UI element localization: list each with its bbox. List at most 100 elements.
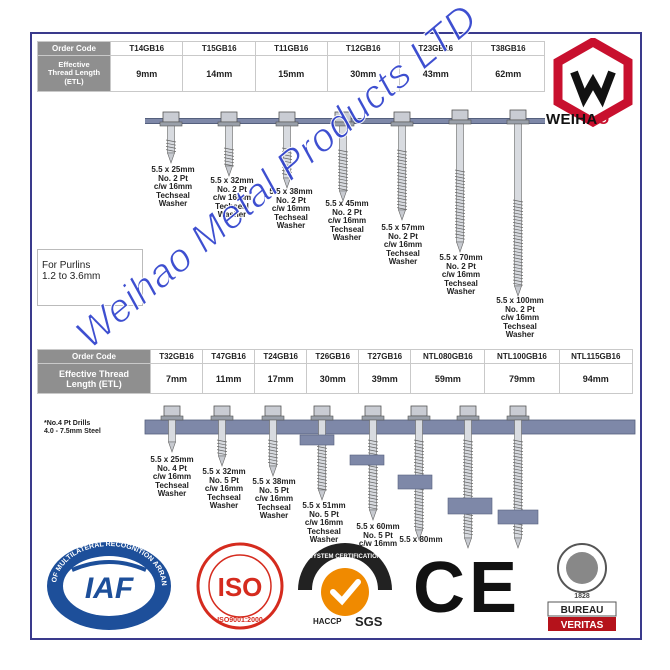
- screw-thread: [512, 254, 524, 257]
- system-cert-text: SYSTEM CERTIFICATION: [309, 554, 381, 560]
- screw-thread: [454, 198, 466, 202]
- screw-thread: [216, 452, 228, 456]
- screw-tip: [464, 537, 472, 549]
- screw-thread: [462, 532, 474, 536]
- screw-thread: [216, 442, 228, 446]
- bottom-spec-table: Order Code T32GB16 T47GB16 T24GB16 T26GB…: [37, 349, 633, 394]
- screw-thread: [396, 165, 408, 169]
- screw-thread: [462, 446, 474, 449]
- screw-thread: [413, 497, 425, 500]
- roof-sheet-bottom: [144, 419, 636, 435]
- etl-cell: 94mm: [558, 363, 633, 394]
- screw-thread: [512, 206, 524, 209]
- screw-thread: [396, 204, 408, 207]
- screw-thread: [396, 168, 408, 172]
- screw-thread: [281, 170, 293, 173]
- screw-thread: [462, 529, 474, 532]
- screw-thread: [512, 455, 524, 459]
- screw-thread: [462, 481, 474, 484]
- screw-thread: [512, 270, 524, 273]
- etl-cell: 62mm: [471, 55, 545, 92]
- screw-thread: [223, 160, 235, 164]
- etl-cell: 43mm: [398, 55, 473, 92]
- screw-thread: [396, 159, 408, 162]
- screw-thread: [512, 484, 524, 488]
- screw-thread: [316, 471, 328, 475]
- etl-cell: 59mm: [410, 363, 486, 394]
- etl-cell: 9mm: [109, 55, 184, 92]
- screw-thread: [396, 184, 408, 188]
- etl-header: Effective Thread Length (ETL): [37, 363, 151, 394]
- screw-spec-label: 5.5 x 32mm No. 2 Pt c/w 16mm Techseal Wa…: [210, 176, 254, 220]
- screw-thread: [413, 458, 425, 462]
- iso-logo-icon: ISO ISO9001:2000: [196, 542, 284, 630]
- screw-thread: [396, 156, 408, 159]
- iso-text: ISO: [218, 572, 263, 602]
- screw-thread: [462, 526, 474, 529]
- screw-thread: [396, 200, 408, 204]
- top-spec-table: Order Code T14GB16 T15GB16 T11GB16 T12GB…: [37, 41, 545, 92]
- screw-thread: [367, 446, 379, 449]
- screw-thread: [512, 222, 524, 225]
- screw-thread: [512, 468, 524, 472]
- screw-thread: [367, 442, 379, 446]
- screw-spec-label: 5.5 x 60mm No. 5 Pt c/w 16mm: [356, 522, 400, 549]
- screw-thread: [512, 260, 524, 264]
- screw-thread: [512, 474, 524, 478]
- sgs-logo-icon: SYSTEM CERTIFICATION HACCP SGS: [298, 543, 392, 629]
- screw-thread: [462, 494, 474, 497]
- screw-thread: [337, 156, 349, 159]
- screw-thread: [396, 175, 408, 178]
- screw-thread: [454, 204, 466, 208]
- screw-thread: [454, 208, 466, 211]
- steel-plate: [299, 434, 335, 446]
- screw-thread: [454, 211, 466, 214]
- screw-thread: [316, 478, 328, 481]
- screw-thread: [512, 276, 524, 280]
- screw-thread: [462, 455, 474, 459]
- screw-thread: [367, 494, 379, 497]
- screw-thread: [396, 162, 408, 166]
- screw-thread: [337, 159, 349, 162]
- screw-thread: [454, 233, 466, 237]
- screw-thread: [462, 516, 474, 520]
- screw-thread: [337, 168, 349, 172]
- screw-thread: [267, 455, 279, 459]
- bureau-veritas-logo-icon: 1828 BUREAU VERITAS: [547, 543, 617, 631]
- screw-thread: [413, 526, 425, 529]
- screw-washer: [407, 415, 431, 421]
- screw-thread: [512, 257, 524, 260]
- drill-note: *No.4 Pt Drills 4.0 - 7.5mm Steel: [44, 420, 101, 435]
- etl-cell: 7mm: [149, 363, 204, 394]
- screw-thread: [316, 484, 328, 488]
- screw-thread: [512, 266, 524, 270]
- screw-thread: [367, 465, 379, 468]
- screw-thread: [454, 192, 466, 195]
- screw-thread: [454, 176, 466, 179]
- screw-thread: [512, 458, 524, 462]
- screw-head: [410, 405, 428, 417]
- screw-thread: [337, 165, 349, 169]
- screw-washer: [310, 415, 334, 421]
- screw-thread: [281, 173, 293, 176]
- screw-thread: [512, 209, 524, 212]
- screw-thread: [396, 207, 408, 210]
- screw-thread: [462, 487, 474, 491]
- screw-thread: [462, 474, 474, 478]
- screw-thread: [367, 474, 379, 478]
- screw-thread: [413, 513, 425, 516]
- screw-thread: [396, 178, 408, 182]
- screw-shank: [168, 419, 176, 443]
- screw-spec-label: 5.5 x 57mm No. 2 Pt c/w 16mm Techseal Wa…: [381, 223, 425, 267]
- screw-thread: [413, 471, 425, 475]
- screw-spec-label: 5.5 x 100mm No. 2 Pt c/w 16mm Techseal W…: [496, 296, 544, 340]
- screw-tip: [318, 489, 326, 501]
- screw-thread: [512, 503, 524, 507]
- screw-thread: [454, 195, 466, 198]
- certification-logos: MEMBER OF MULTILATERAL RECOGNITION ARRAN…: [40, 540, 638, 635]
- screw-thread: [454, 185, 466, 189]
- screw-tip: [369, 509, 377, 521]
- screw-head: [509, 405, 527, 417]
- screw-thread: [413, 506, 425, 510]
